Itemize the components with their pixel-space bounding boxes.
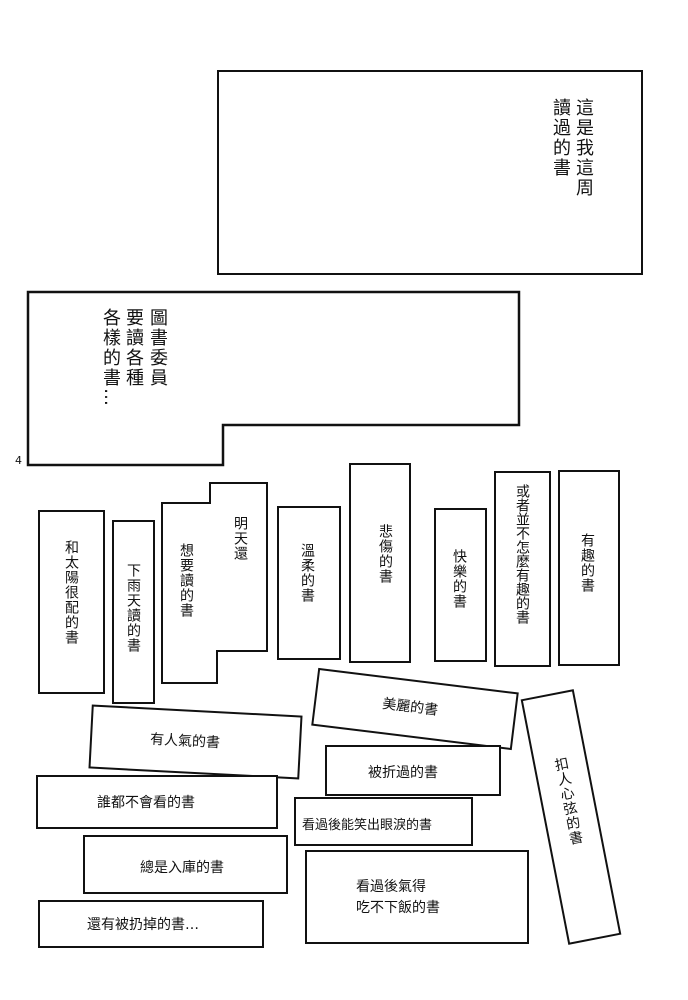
book-angry-label-b: 吃不下飯的書 [356,900,440,916]
book-not-fun [494,471,551,667]
book-thrown-label: 還有被扔掉的書… [87,917,199,933]
book-happy-label: 快樂的書 [451,549,467,609]
book-folded [325,745,501,796]
book-sad-label: 悲傷的書 [377,524,393,584]
book-popular: 有人氣的書 [88,704,303,780]
book-rain-label: 下雨天讀的書 [125,563,141,653]
book-folded-label: 被折過的書 [368,765,438,781]
caption-1-line-1: 這是我這周 [573,98,594,198]
book-nobody [36,775,278,829]
book-fun-label: 有趣的書 [579,533,595,593]
caption-1-line-2: 讀過的書 [550,98,571,178]
book-touching-label: 扣人心弦的書 [551,755,585,847]
book-sun-label: 和太陽很配的書 [63,540,79,645]
book-gentle [277,506,341,660]
book-thrown [38,900,264,948]
book-tomorrow-shape [161,482,268,684]
book-angry-label-a: 看過後氣得 [356,879,426,895]
caption-panel-2 [26,290,521,467]
book-sun [38,510,105,694]
book-rain [112,520,155,704]
book-happy [434,508,487,662]
book-sad [349,463,411,663]
book-laugh-tears [294,797,473,846]
book-storage-label: 總是入庫的書 [140,860,224,876]
book-gentle-label: 溫柔的書 [299,543,315,603]
book-nobody-label: 誰都不會看的書 [97,795,195,811]
book-angry [305,850,529,944]
book-beautiful-label: 美麗的書 [381,696,439,719]
caption-2-line-3: 各樣的書… [100,308,121,408]
book-laugh-tears-label: 看過後能笑出眼淚的書 [302,818,433,833]
book-fun [558,470,620,666]
book-tomorrow-label-a: 明天還 [232,516,248,561]
book-not-fun-label: 或者並不怎麼有趣的書 [514,484,530,624]
caption-panel-1 [217,70,643,275]
book-tomorrow-label-b: 想要讀的書 [178,543,194,618]
page-number: 4 [15,454,22,467]
book-popular-label: 有人氣的書 [149,731,221,752]
caption-2-line-1: 圖書委員 [147,308,168,388]
book-storage [83,835,288,894]
caption-2-line-2: 要讀各種 [123,308,144,388]
